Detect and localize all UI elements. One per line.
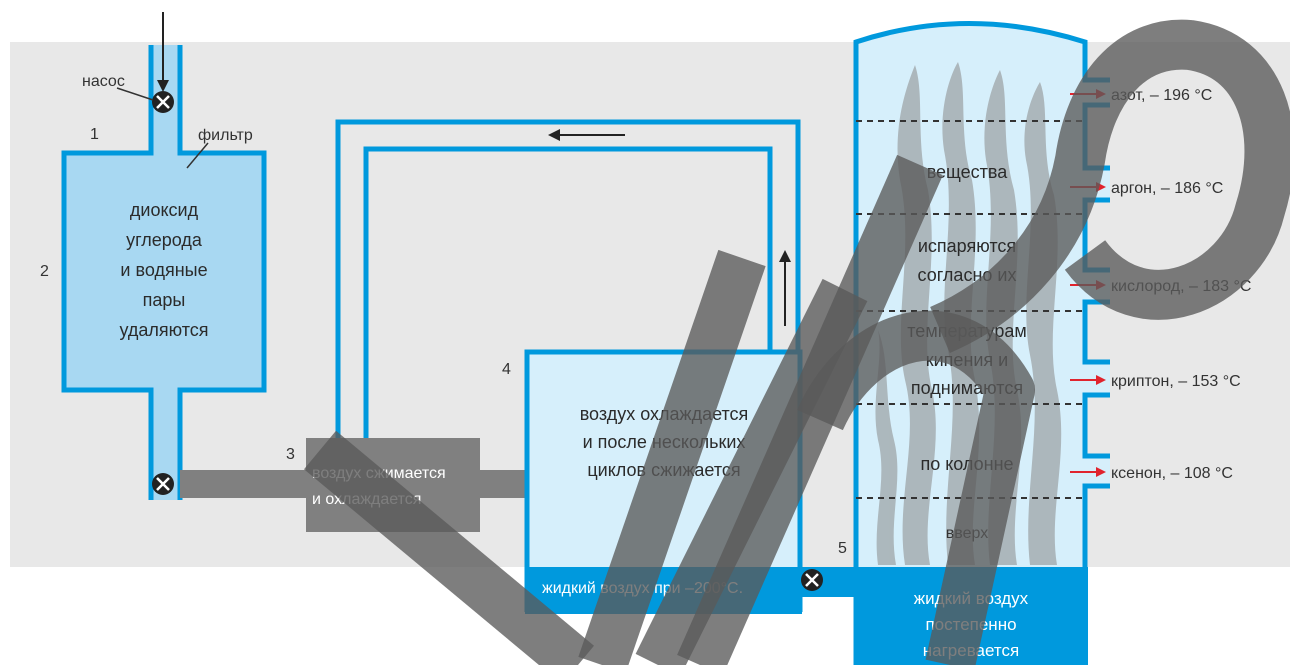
output-label: аргон, – 186 °С xyxy=(1111,180,1223,197)
tank-line: диоксид xyxy=(130,200,199,220)
tank-text: диоксид углерода и водяные пары удаляютс… xyxy=(119,200,208,340)
valve-liquid xyxy=(801,569,823,591)
pump-label: насос xyxy=(82,73,125,90)
step-2: 2 xyxy=(40,263,49,280)
step-5: 5 xyxy=(838,540,847,557)
filter-tank xyxy=(61,45,267,500)
step-3: 3 xyxy=(286,446,295,463)
output-label: криптон, – 153 °С xyxy=(1111,373,1241,390)
watermark xyxy=(303,19,1290,665)
step-1: 1 xyxy=(90,126,99,143)
gray-pipe-left xyxy=(180,470,308,498)
gray-pipe-right xyxy=(478,470,526,498)
column-line: вещества xyxy=(927,162,1009,182)
tank-line: и водяные xyxy=(120,260,207,280)
tank-line: пары xyxy=(143,290,186,310)
tank-line: углерода xyxy=(126,230,203,250)
valve-bottom xyxy=(152,473,174,495)
filter-pointer xyxy=(186,142,209,169)
inlet-arrow xyxy=(157,12,169,92)
filter-label: фильтр xyxy=(198,127,253,144)
tank-line: удаляются xyxy=(119,320,208,340)
column-line: испаряются xyxy=(918,236,1016,256)
watermark-text: vipe xyxy=(0,0,2,1)
output-label: ксенон, – 108 °С xyxy=(1111,465,1233,482)
flow-arrow-left xyxy=(548,129,625,141)
output-label: азот, – 196 °С xyxy=(1111,87,1212,104)
pump-pointer xyxy=(116,87,154,101)
step-4: 4 xyxy=(502,361,511,378)
flow-arrow-up xyxy=(779,250,791,326)
valve-top xyxy=(152,91,174,113)
